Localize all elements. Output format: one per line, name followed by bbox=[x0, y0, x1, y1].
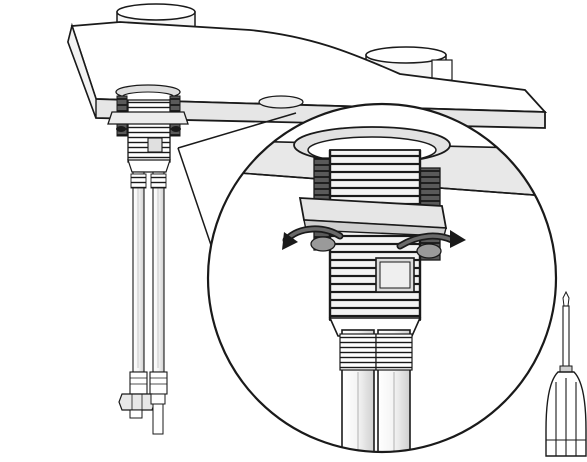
screwdriver bbox=[545, 290, 587, 457]
countertop bbox=[67, 3, 548, 129]
callout-lines bbox=[177, 112, 297, 249]
faucet-mount bbox=[107, 84, 189, 173]
slab-hole bbox=[258, 95, 304, 109]
detail-magnifier bbox=[206, 102, 558, 454]
mounting-nut bbox=[298, 197, 448, 259]
magnifier-border bbox=[206, 102, 558, 454]
supply-hoses bbox=[118, 171, 168, 435]
rotation-arrows bbox=[282, 225, 466, 250]
slab-top bbox=[70, 21, 548, 113]
